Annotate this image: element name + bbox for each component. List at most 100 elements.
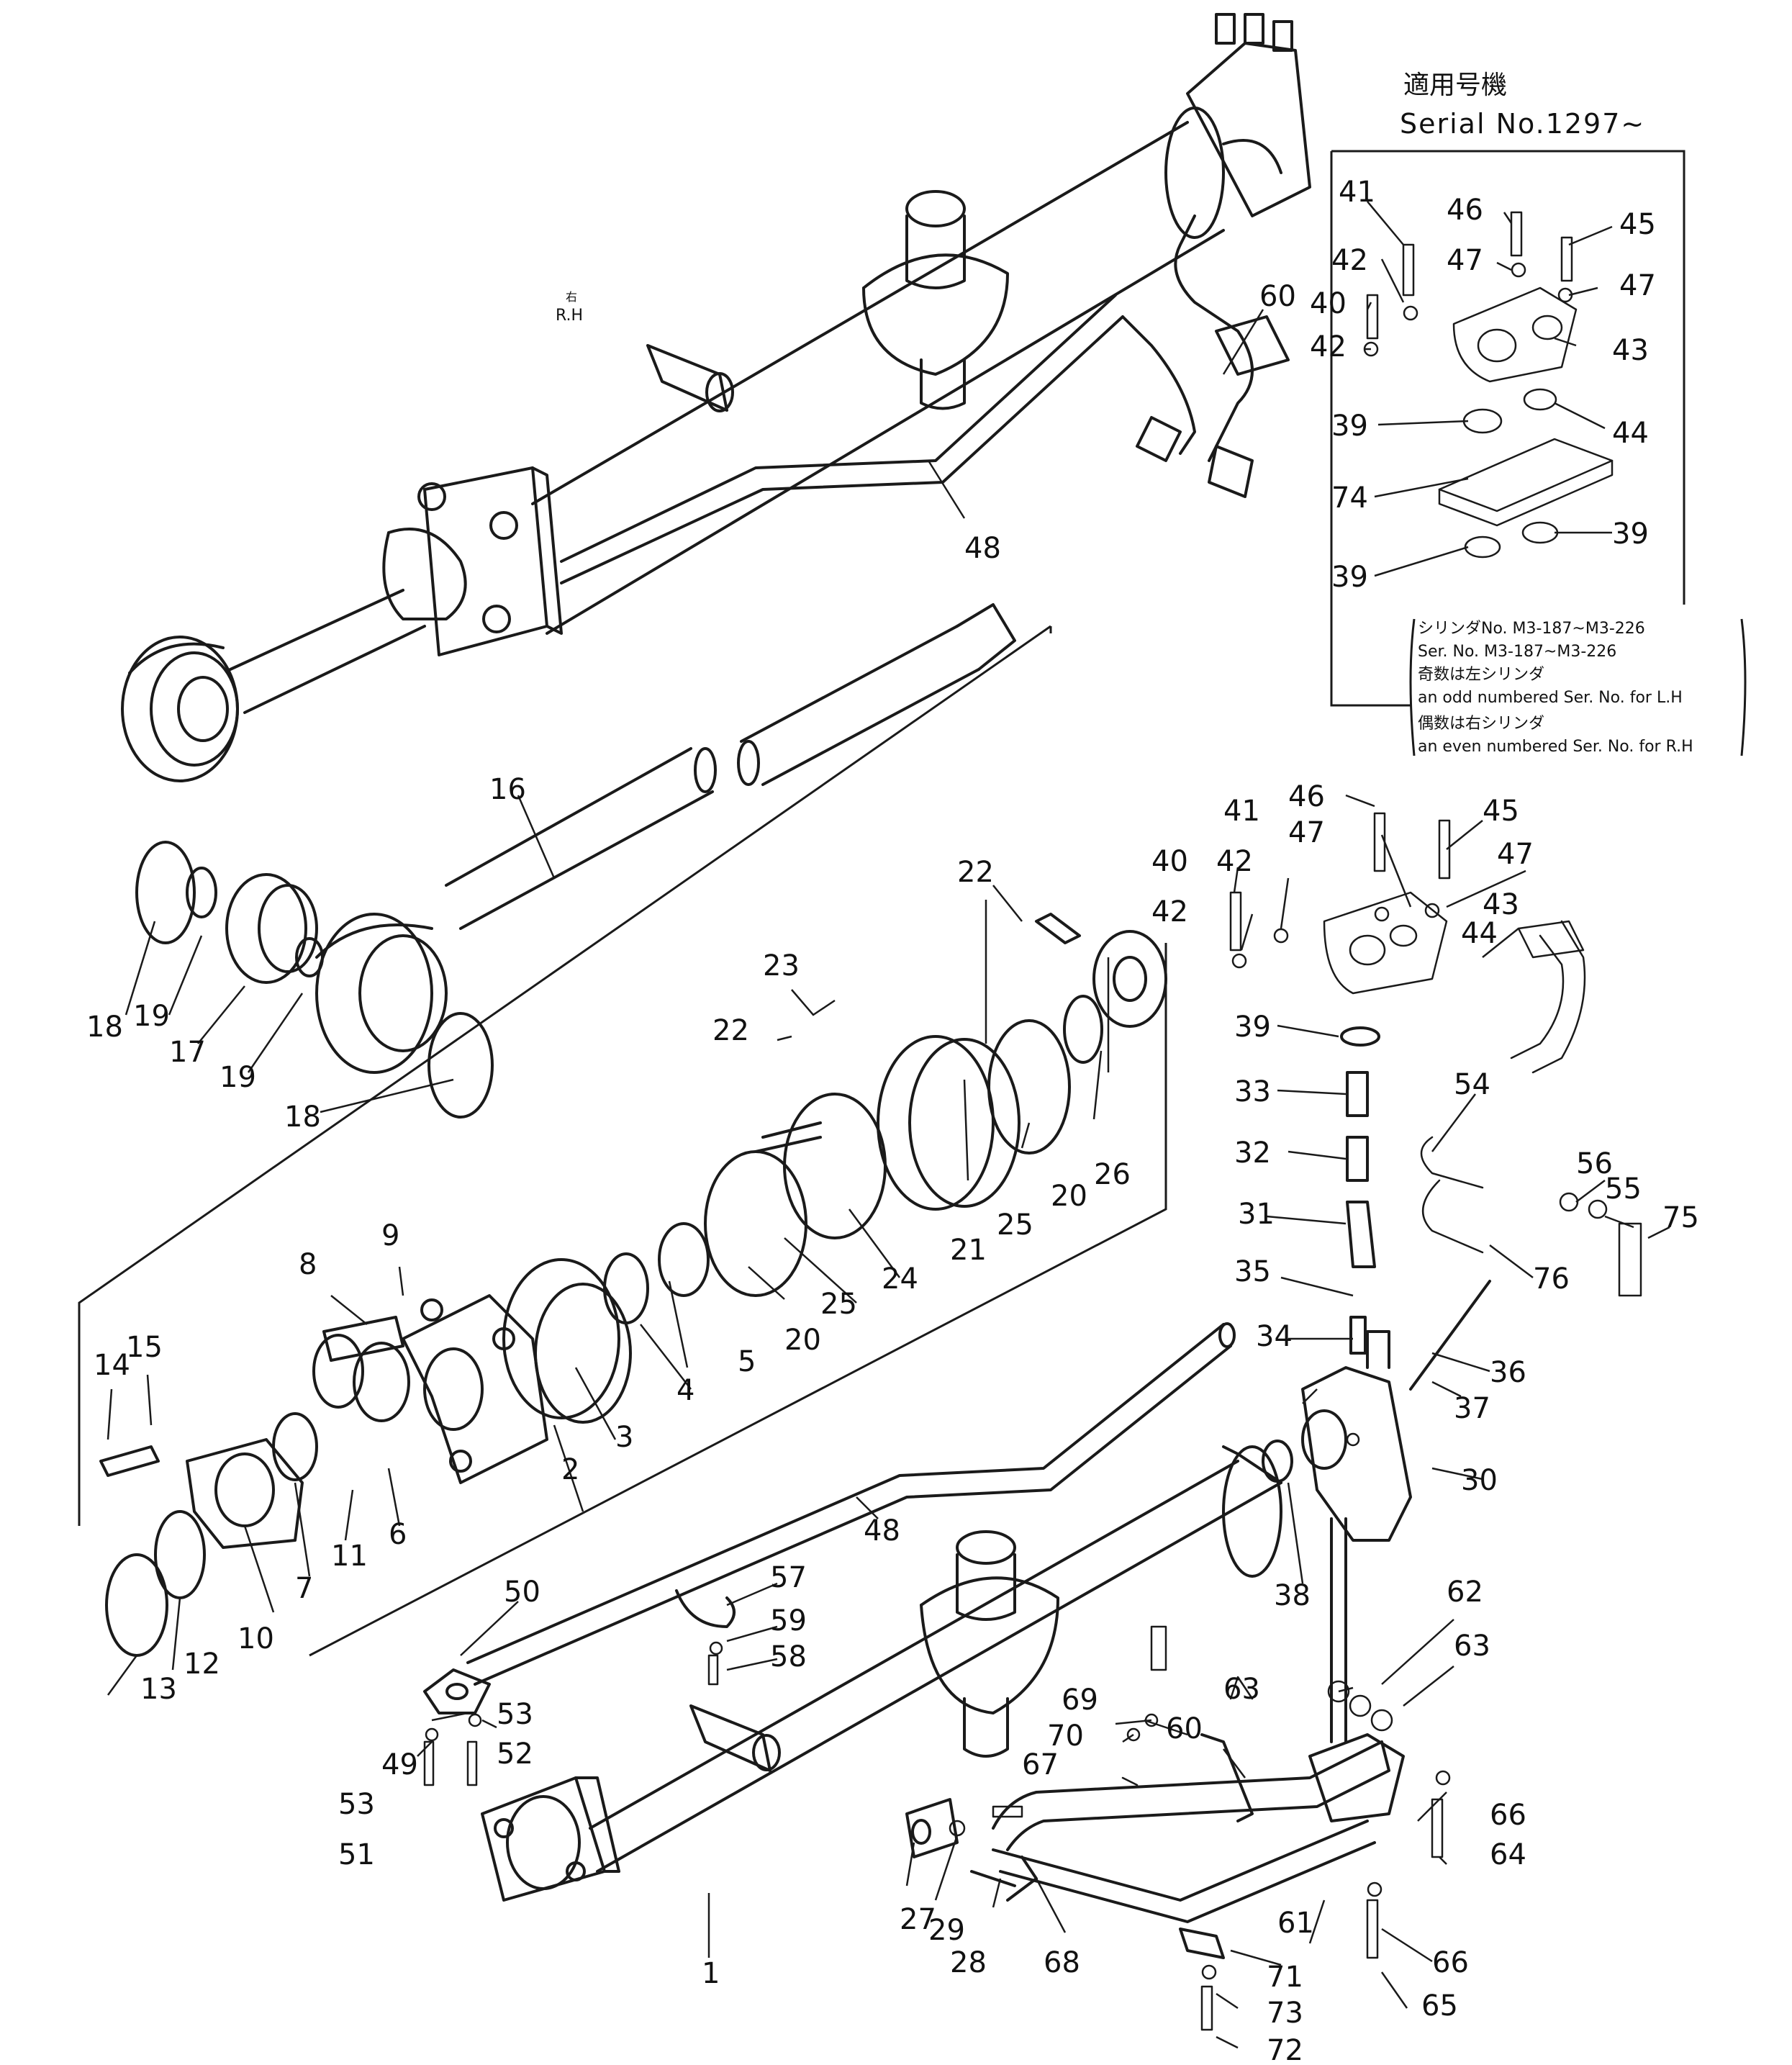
callout-10: 10 (237, 1622, 274, 1655)
callout-44: 44 (1461, 917, 1498, 950)
callout-29: 29 (928, 1914, 965, 1947)
callout-2: 2 (561, 1453, 579, 1486)
callout-21: 21 (950, 1234, 987, 1267)
callout-43: 43 (1483, 888, 1519, 921)
callout-47: 47 (1497, 838, 1534, 871)
callout-43: 43 (1612, 334, 1649, 367)
callout-67: 67 (1022, 1748, 1059, 1781)
callout-45: 45 (1619, 208, 1656, 241)
piston-and-seals (502, 913, 1167, 1424)
callout-49: 49 (381, 1748, 418, 1781)
callout-42: 42 (1151, 895, 1188, 928)
callout-8: 8 (299, 1248, 317, 1281)
callout-58: 58 (770, 1640, 807, 1673)
callout-33: 33 (1234, 1075, 1271, 1108)
callout-46: 46 (1447, 194, 1483, 227)
callout-60: 60 (1166, 1712, 1203, 1745)
note-line-6: an even numbered Ser. No. for R.H (1418, 738, 1693, 756)
callout-35: 35 (1234, 1255, 1271, 1288)
callout-45: 45 (1483, 795, 1519, 828)
cylinder-number-note: シリンダNo. M3-187~M3-226 Ser. No. M3-187~M3… (1409, 618, 1747, 756)
callout-19: 19 (220, 1061, 256, 1094)
callout-3: 3 (615, 1421, 633, 1454)
callout-65: 65 (1421, 1989, 1458, 2023)
cylinder-tube-1 (423, 1322, 1282, 1902)
callout-54: 54 (1454, 1068, 1490, 1101)
lower-piping-60 (905, 1733, 1405, 1959)
callout-11: 11 (331, 1540, 368, 1573)
callout-9: 9 (381, 1219, 399, 1252)
callout-30: 30 (1461, 1464, 1498, 1497)
callout-38: 38 (1274, 1579, 1311, 1612)
assembled-cylinder-top (121, 13, 1311, 782)
callout-73: 73 (1267, 1997, 1303, 2030)
callout-66: 66 (1432, 1946, 1469, 1979)
callout-63: 63 (1454, 1630, 1490, 1663)
callout-22: 22 (712, 1014, 749, 1047)
callout-71: 71 (1267, 1961, 1303, 1994)
callout-62: 62 (1447, 1576, 1483, 1609)
note-line-2: Ser. No. M3-187~M3-226 (1418, 643, 1616, 661)
callout-40: 40 (1310, 287, 1347, 320)
callout-46: 46 (1288, 780, 1325, 813)
rh-label: R.H (556, 307, 583, 325)
callout-20: 20 (784, 1324, 821, 1357)
callout-48: 48 (964, 532, 1001, 565)
note-line-5: 偶数は右シリンダ (1418, 715, 1544, 733)
callout-69: 69 (1062, 1684, 1098, 1717)
small-hardware-bottom (423, 1432, 1451, 2031)
callout-17: 17 (169, 1036, 206, 1069)
serial-number-label: Serial No.1297~ (1400, 108, 1645, 140)
callout-5: 5 (738, 1345, 756, 1378)
exploded-section-frame (78, 625, 1167, 1657)
callout-15: 15 (126, 1331, 163, 1364)
callout-40: 40 (1151, 845, 1188, 878)
callout-42: 42 (1216, 845, 1253, 878)
callout-1: 1 (702, 1957, 720, 1990)
callout-56: 56 (1576, 1147, 1613, 1180)
leader-lines (107, 201, 1670, 2049)
check-valve-assembly (1262, 1026, 1491, 1743)
callout-74: 74 (1331, 482, 1368, 515)
callout-61: 61 (1277, 1907, 1314, 1940)
callout-27: 27 (900, 1903, 936, 1936)
applicable-machine-label: 適用号機 (1403, 71, 1507, 100)
callout-18: 18 (86, 1011, 123, 1044)
callout-53: 53 (497, 1698, 533, 1731)
rh-kanji: 右 (566, 290, 577, 304)
callout-70: 70 (1047, 1720, 1084, 1753)
callout-39: 39 (1331, 410, 1368, 443)
piston-rod-16 (445, 603, 1016, 930)
callout-50: 50 (504, 1576, 540, 1609)
callout-42: 42 (1310, 330, 1347, 363)
callout-39: 39 (1234, 1011, 1271, 1044)
callout-41: 41 (1223, 795, 1260, 828)
callout-66: 66 (1490, 1799, 1526, 1832)
callout-32: 32 (1234, 1137, 1271, 1170)
callout-18: 18 (284, 1101, 321, 1134)
callout-23: 23 (763, 949, 800, 982)
callout-24: 24 (882, 1262, 918, 1296)
callout-47: 47 (1447, 244, 1483, 277)
callout-59: 59 (770, 1604, 807, 1637)
callout-14: 14 (94, 1349, 130, 1382)
callout-72: 72 (1267, 2034, 1303, 2065)
callout-19: 19 (133, 1000, 170, 1033)
callout-76: 76 (1533, 1262, 1570, 1296)
callout-57: 57 (770, 1561, 807, 1594)
callout-47: 47 (1288, 816, 1325, 849)
gland-and-flanges (99, 1294, 548, 1657)
callout-51: 51 (338, 1838, 375, 1871)
inset-frame (1330, 150, 1685, 707)
callout-64: 64 (1490, 1838, 1526, 1871)
callout-7: 7 (295, 1572, 313, 1605)
callout-20: 20 (1051, 1180, 1087, 1213)
note-line-3: 奇数は左シリンダ (1418, 666, 1544, 684)
callout-75: 75 (1662, 1201, 1699, 1234)
callout-31: 31 (1238, 1198, 1275, 1231)
callout-42: 42 (1331, 244, 1368, 277)
callout-28: 28 (950, 1946, 987, 1979)
note-line-1: シリンダNo. M3-187~M3-226 (1418, 620, 1645, 638)
callout-16: 16 (489, 773, 526, 806)
